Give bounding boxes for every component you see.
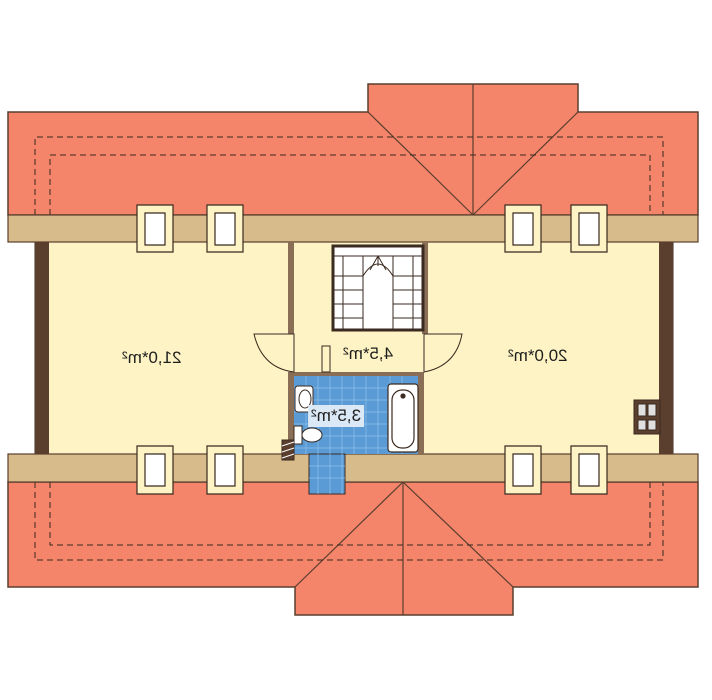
toilet-icon <box>293 425 323 445</box>
vent-left <box>281 439 295 461</box>
roof-bottom <box>7 481 699 616</box>
room-area-left: 21,0*m² <box>119 347 185 369</box>
interior-walls <box>288 242 428 454</box>
roof-top <box>7 83 699 216</box>
room-area-hall: 4,5*m² <box>340 343 397 365</box>
bathtub-icon <box>387 383 419 453</box>
room-area-right: 20,0*m² <box>505 345 571 367</box>
wall-right <box>659 242 673 454</box>
staircase <box>331 244 425 332</box>
door-swings <box>253 333 463 373</box>
windows-top <box>136 204 608 253</box>
wall-left <box>35 242 49 454</box>
chimney <box>633 399 661 435</box>
room-area-bathroom: 3,5*m² <box>308 405 365 427</box>
windows-bottom <box>136 445 608 495</box>
